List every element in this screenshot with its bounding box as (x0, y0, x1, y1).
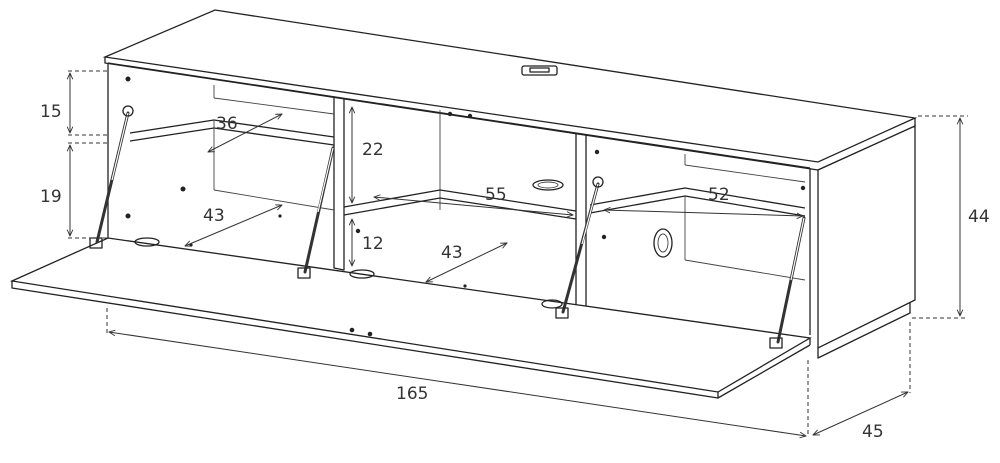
label-52: 52 (708, 185, 730, 205)
label-15: 15 (40, 102, 62, 122)
label-55: 55 (485, 185, 507, 205)
label-165: 165 (396, 384, 428, 404)
label-36: 36 (216, 114, 238, 134)
cable-grommet (532, 179, 564, 191)
dim-line-43-left (185, 205, 282, 246)
hinge-left (134, 237, 160, 247)
hinge-right (541, 299, 563, 309)
dim-line-165 (109, 332, 806, 436)
hinge-middle (349, 269, 375, 279)
right-side-panel (817, 124, 916, 350)
cable-cutout (521, 65, 558, 76)
label-43-middle: 43 (441, 243, 463, 263)
dim-line-52 (604, 210, 803, 216)
dim-line-55 (374, 197, 573, 215)
dim-line-43-middle (426, 243, 507, 282)
cabinet-top (102, 9, 918, 163)
left-divider (333, 97, 345, 271)
dimension-labels: 15 19 36 43 22 55 12 43 52 44 165 45 (40, 102, 990, 442)
dimension-lines (68, 70, 968, 437)
label-43-left: 43 (203, 206, 225, 226)
cabinet-body (102, 9, 918, 359)
label-19: 19 (40, 187, 62, 207)
right-divider (575, 133, 587, 311)
label-45: 45 (862, 422, 884, 442)
front-door-open (9, 214, 812, 399)
label-22: 22 (362, 140, 384, 160)
label-44: 44 (968, 207, 990, 227)
cable-hole (653, 228, 673, 258)
dim-line-36 (208, 114, 282, 152)
label-12: 12 (362, 234, 384, 254)
dim-line-45 (813, 392, 908, 435)
